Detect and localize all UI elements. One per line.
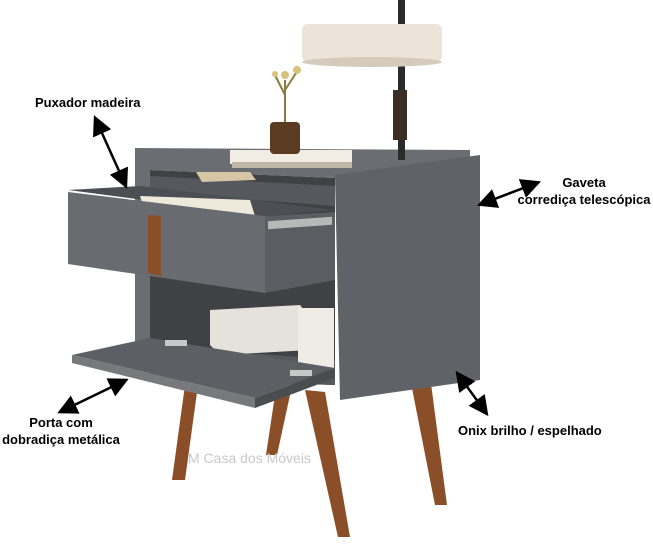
- label-door-line1: Porta com: [29, 415, 93, 430]
- label-door: Porta com dobradiça metálica: [0, 414, 122, 448]
- watermark: M Casa dos Móveis: [188, 450, 311, 466]
- label-drawer-line2: corrediça telescópica: [517, 192, 651, 207]
- storage-boxes: [210, 305, 334, 368]
- annotation-arrows: [57, 115, 542, 417]
- wooden-legs: [172, 376, 447, 537]
- label-finish: Onix brilho / espelhado: [458, 423, 602, 438]
- label-door-line2: dobradiça metálica: [2, 432, 120, 447]
- table-lamp: [302, 0, 442, 160]
- open-drawer: [68, 186, 335, 293]
- telescopic-slide: [268, 216, 332, 230]
- wooden-handle: [148, 215, 161, 276]
- label-handle: Puxador madeira: [35, 95, 141, 110]
- decor: [196, 66, 352, 182]
- open-door: [72, 338, 335, 408]
- label-drawer: Gaveta corrediça telescópica: [515, 174, 653, 208]
- label-drawer-line1: Gaveta: [562, 175, 606, 190]
